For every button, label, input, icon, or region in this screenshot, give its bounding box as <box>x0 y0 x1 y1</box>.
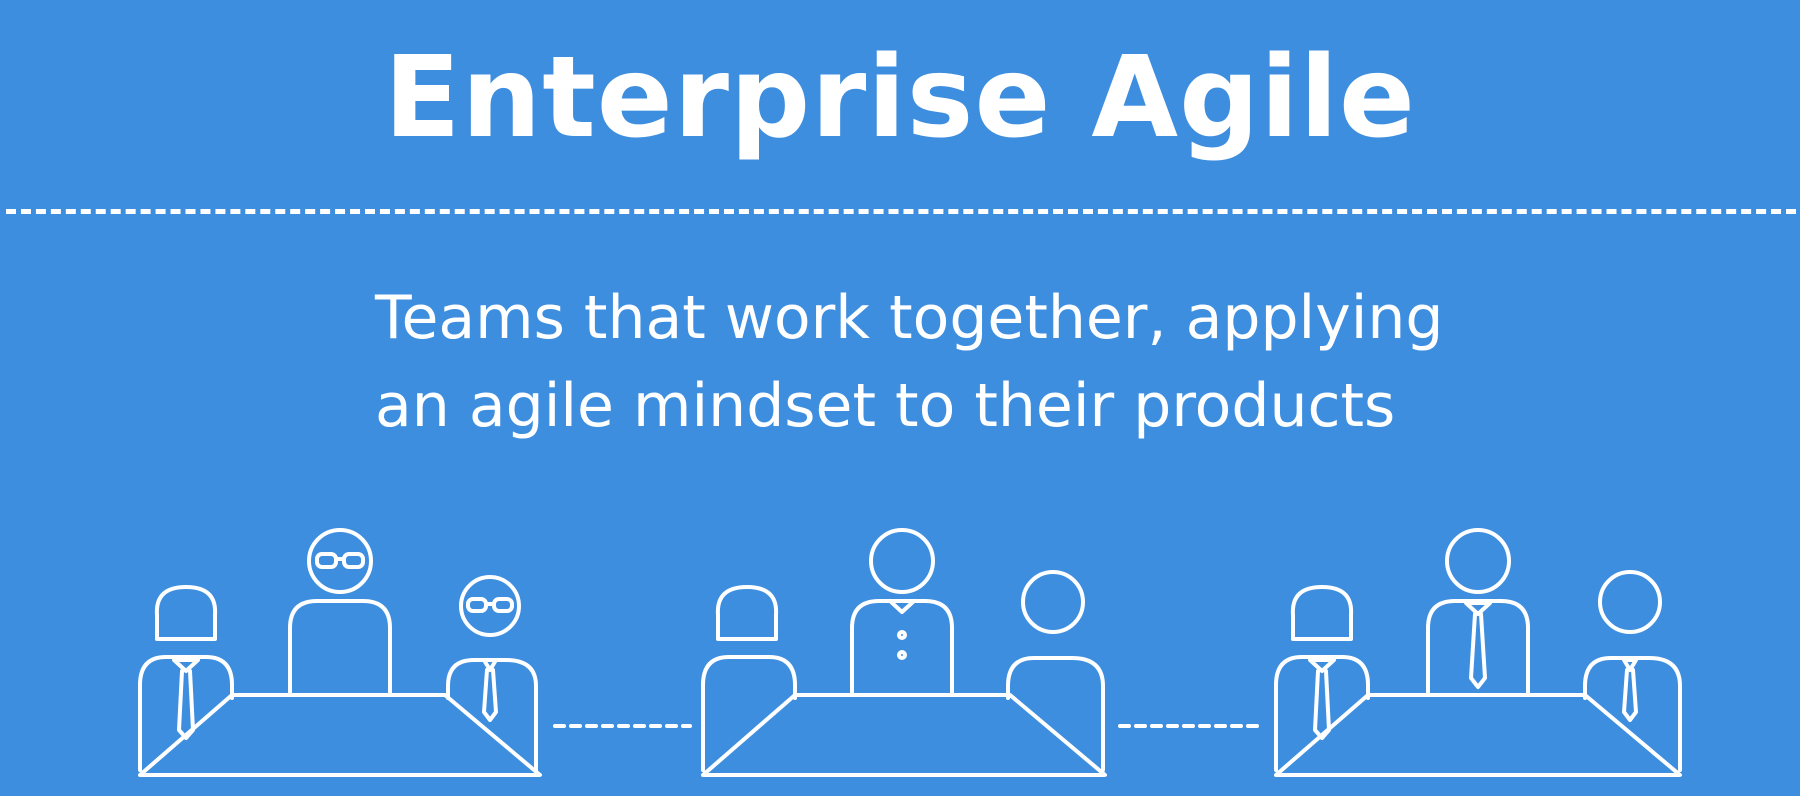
team-3 <box>1274 528 1682 777</box>
team-2-person-back <box>850 528 954 697</box>
team-3-person-left <box>1274 585 1370 772</box>
team-1-person-right <box>446 575 538 772</box>
team-3-person-right <box>1583 570 1682 772</box>
team-3-person-back <box>1426 528 1530 697</box>
team-2-person-right <box>1006 570 1105 772</box>
team-1-person-left <box>138 585 234 772</box>
team-1-table <box>138 693 542 777</box>
team-1 <box>138 528 542 777</box>
team-2-table <box>701 693 1107 777</box>
teams-illustration <box>138 528 1682 777</box>
team-1-person-back <box>288 528 392 697</box>
slide-subtitle: Teams that work together, applying an ag… <box>375 274 1475 450</box>
team-2-person-left <box>701 585 797 772</box>
team-2 <box>701 528 1107 777</box>
dashed-divider <box>6 209 1796 214</box>
team-3-table <box>1274 693 1682 777</box>
subtitle-line-2: an agile mindset to their products <box>375 371 1396 441</box>
slide-title: Enterprise Agile <box>384 33 1416 163</box>
subtitle-line-1: Teams that work together, applying <box>375 283 1444 353</box>
